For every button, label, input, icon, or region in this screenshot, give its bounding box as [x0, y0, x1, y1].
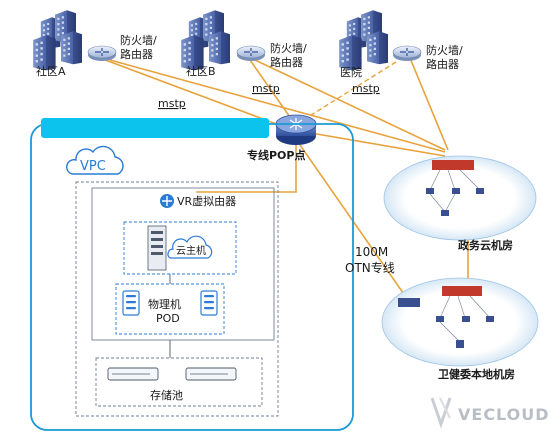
link-b-pop [249, 59, 293, 121]
rack-icon [200, 290, 218, 316]
gov-network-icons [426, 160, 484, 216]
network-links [99, 57, 469, 301]
link-pop-health [299, 144, 409, 301]
vecloud-logo-icon [430, 397, 452, 429]
vrouter-label: VR虚拟由器 [177, 194, 236, 208]
link-pop-vrouter [196, 145, 297, 193]
site-a-device-line2: 路由器 [120, 47, 153, 61]
health-room-ellipse [381, 277, 539, 367]
site-community-a: 社区A 防火墙/ 路由器 [33, 10, 157, 78]
mstp-label-2: mstp [252, 82, 280, 95]
mstp-label-1: mstp [158, 97, 186, 110]
health-room-label: 卫健委本地机房 [438, 367, 515, 381]
vpc-outer-box [75, 181, 279, 417]
router-icon [236, 45, 266, 62]
vrouter: VR虚拟由器 [160, 194, 236, 208]
cloud-banner [41, 118, 269, 138]
storage-icon [107, 367, 237, 381]
gov-room-label: 政务云机房 [458, 238, 513, 252]
otn-label-line1: 100M [355, 245, 388, 259]
router-icon [87, 45, 117, 62]
pod-label-line1: 物理机 [148, 297, 181, 311]
site-b-device-line1: 防火墙/ [270, 41, 307, 55]
cloud-icon [167, 235, 213, 259]
health-room: 卫健委本地机房 [381, 277, 539, 381]
pod-dashed-box [115, 283, 225, 335]
cloud-icon [66, 145, 124, 175]
site-c-device-line1: 防火墙/ [426, 43, 463, 57]
otn-label-line2: OTN专线 [345, 260, 395, 275]
vm-cloud-tag: 云主机 [167, 235, 213, 259]
router-icon [392, 45, 422, 62]
site-community-b: 社区B 防火墙/ 路由器 [181, 10, 307, 78]
link-b-gov [254, 59, 446, 151]
site-b-name: 社区B [186, 64, 216, 78]
vpc-label: VPC [80, 159, 106, 174]
link-a-pop [99, 57, 288, 129]
brand-watermark: VECLOUD [430, 397, 550, 429]
cloud-zone: VPC VR虚拟由器 云主机 物理机 POD [30, 118, 354, 431]
vm-dashed-box [123, 221, 237, 275]
health-network-icons [398, 286, 494, 348]
rack-icon [122, 290, 140, 316]
link-a-gov [109, 59, 446, 153]
link-c-pop-dashed [299, 61, 397, 123]
site-c-device-line2: 路由器 [426, 57, 459, 71]
brand-name: VECLOUD [458, 405, 550, 424]
site-c-name: 医院 [340, 65, 362, 79]
pop-label: 专线POP点 [247, 148, 305, 162]
link-pop-gov [304, 131, 446, 157]
site-a-device-line1: 防火墙/ [120, 33, 157, 47]
vpc-badge: VPC [66, 145, 124, 175]
vm-server-icon [147, 225, 167, 271]
vpc-inner-box [91, 187, 275, 341]
building-icon [367, 31, 388, 65]
pod-label-line2: POD [156, 312, 180, 325]
site-hospital: 医院 防火墙/ 路由器 [339, 10, 463, 79]
building-icon [61, 31, 82, 65]
site-b-device-line2: 路由器 [270, 55, 303, 69]
site-a-name: 社区A [36, 64, 66, 78]
gov-cloud-room: 政务云机房 [383, 155, 537, 252]
vm-label: 云主机 [176, 244, 206, 257]
mstp-label-3: mstp [352, 82, 380, 95]
link-c-gov [409, 57, 449, 151]
storage-label: 存储池 [150, 388, 183, 402]
gov-room-ellipse [383, 155, 537, 241]
storage-dashed-box [95, 357, 263, 407]
building-icon [209, 31, 230, 65]
